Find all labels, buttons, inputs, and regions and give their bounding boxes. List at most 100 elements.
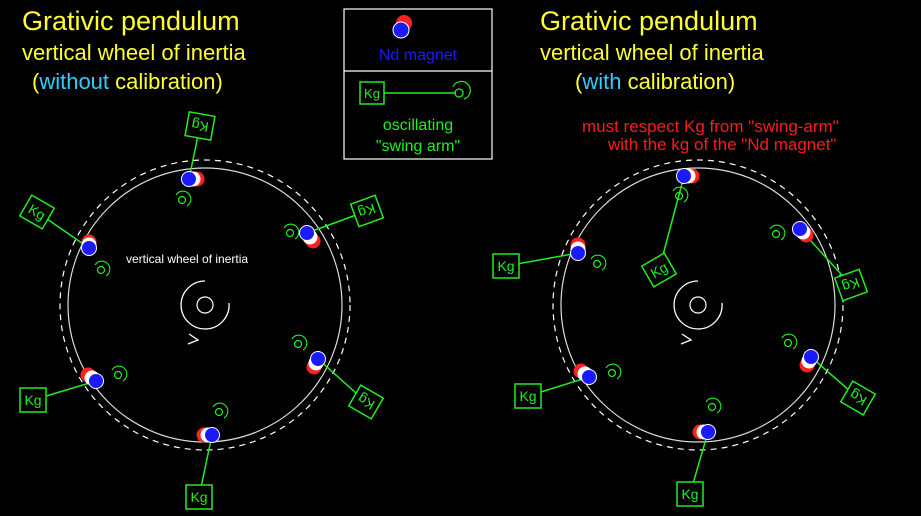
right-title: Grativic pendulum	[540, 6, 758, 36]
left-note-highlight: without	[38, 69, 109, 94]
pivot-circle-icon	[96, 265, 106, 275]
nd-magnet-icon	[299, 225, 321, 249]
weight-box	[349, 194, 385, 228]
weight-label: Kg	[519, 388, 536, 404]
nd-magnet-icon	[573, 363, 597, 385]
weight-label: Kg	[497, 258, 514, 274]
pivot-circle-icon	[707, 402, 717, 412]
right-wheel-outer-dashed-ring	[552, 159, 844, 451]
nd-magnet-icon	[792, 221, 814, 243]
swing-arm-assembly: Kg	[781, 333, 877, 416]
nd-magnet-icon	[181, 171, 205, 187]
weight-box	[19, 387, 47, 413]
kg-weight-icon: Kg	[19, 387, 47, 413]
rotation-arrow-icon	[175, 190, 192, 207]
weight-label: Kg	[648, 259, 671, 281]
kg-weight-icon: Kg	[347, 384, 385, 420]
right-note-open: (	[575, 69, 583, 94]
weight-box	[676, 481, 704, 507]
right-wheel-rotation-arrow-icon	[673, 280, 723, 330]
pivot-circle-icon	[214, 407, 224, 417]
legend-box: Nd magnet Kg oscillating "swing arm"	[343, 8, 493, 160]
nd-magnet-icon	[306, 351, 326, 375]
nd-magnet-icon	[676, 168, 700, 184]
legend-arm-label-line2: "swing arm"	[376, 138, 460, 155]
weight-label: Kg	[355, 391, 378, 413]
pivot-circle-icon	[285, 228, 295, 238]
kg-weight-icon: Kg	[359, 80, 471, 105]
rotation-arrow-icon	[212, 402, 229, 419]
kg-weight-icon: Kg	[839, 380, 877, 416]
right-wheel-hub	[689, 296, 707, 314]
weight-box	[839, 380, 877, 416]
weight-box	[514, 383, 542, 409]
left-subtitle: vertical wheel of inertia	[22, 40, 247, 65]
rotation-arrow-icon	[283, 223, 300, 240]
swing-arm-assembly: Kg	[514, 363, 622, 409]
right-note-highlight: with	[581, 69, 621, 94]
rotation-arrow-icon	[452, 80, 471, 100]
left-calibration-note: (without calibration)	[32, 69, 223, 94]
weight-box	[184, 111, 216, 141]
swing-arm-assembly: Kg	[640, 168, 700, 288]
left-note-open: (	[32, 69, 40, 94]
right-warning-line2: with the kg of the "Nd magnet"	[607, 135, 836, 154]
pivot-circle-icon	[607, 368, 617, 378]
left-note-rest: calibration)	[109, 69, 223, 94]
weight-box	[347, 384, 385, 420]
rotation-arrow-icon	[769, 224, 786, 241]
pivot-circle-icon	[177, 195, 187, 205]
swing-arm-assembly: Kg	[283, 194, 385, 249]
kg-weight-icon: Kg	[676, 481, 704, 507]
right-wheel-arrowhead-icon	[680, 333, 693, 345]
right-note-rest: calibration)	[621, 69, 735, 94]
right-calibration-note: (with calibration)	[575, 69, 735, 94]
swing-arm-assembly: Kg	[769, 221, 869, 302]
swing-arm-assembly: Kg	[291, 334, 385, 420]
pivot-circle-icon	[674, 191, 684, 201]
right-wheel-of-inertia	[552, 159, 844, 451]
weight-box	[18, 194, 56, 230]
nd-magnet-icon	[81, 234, 97, 256]
pivot-circle-icon	[454, 88, 464, 98]
nd-magnet-icon	[392, 15, 412, 39]
swing-arm-assembly: Kg	[175, 111, 216, 207]
weight-label: Kg	[190, 117, 210, 136]
nd-magnet-icon	[570, 237, 586, 261]
weight-box	[185, 484, 213, 510]
legend-arm-label-line1: oscillating	[383, 117, 453, 134]
rotation-arrow-icon	[291, 334, 308, 351]
weight-label: Kg	[840, 275, 862, 296]
nd-magnet-icon	[196, 427, 220, 443]
rotation-arrow-icon	[111, 365, 128, 382]
pivot-circle-icon	[592, 259, 602, 269]
pivot-circle-icon	[783, 338, 793, 348]
right-subtitle: vertical wheel of inertia	[540, 40, 765, 65]
swing-arm-assembly: Kg	[185, 402, 229, 510]
kg-weight-icon: Kg	[492, 253, 520, 279]
swing-arm-assembly: Kg	[19, 365, 128, 413]
left-wheel-rotation-arrow-icon	[180, 280, 230, 330]
pivot-circle-icon	[771, 229, 781, 239]
rotation-arrow-icon	[94, 260, 111, 277]
kg-weight-icon: Kg	[833, 268, 869, 302]
rotation-arrow-icon	[705, 397, 722, 414]
weight-label: Kg	[24, 392, 41, 408]
swing-arm-assembly: Kg	[492, 237, 607, 279]
pivot-circle-icon	[293, 339, 303, 349]
weight-box	[492, 253, 520, 279]
legend-weight-label: Kg	[364, 86, 380, 101]
weight-label: Kg	[356, 201, 378, 222]
swing-arm-assembly: Kg	[18, 194, 111, 277]
weight-label: Kg	[190, 489, 207, 505]
kg-weight-icon: Kg	[184, 111, 216, 141]
kg-weight-icon: Kg	[640, 252, 678, 288]
kg-weight-icon: Kg	[349, 194, 385, 228]
pivot-circle-icon	[113, 370, 123, 380]
weight-box	[640, 252, 678, 288]
legend-magnet-label: Nd magnet	[379, 47, 458, 64]
right-wheel-rim	[560, 167, 836, 443]
